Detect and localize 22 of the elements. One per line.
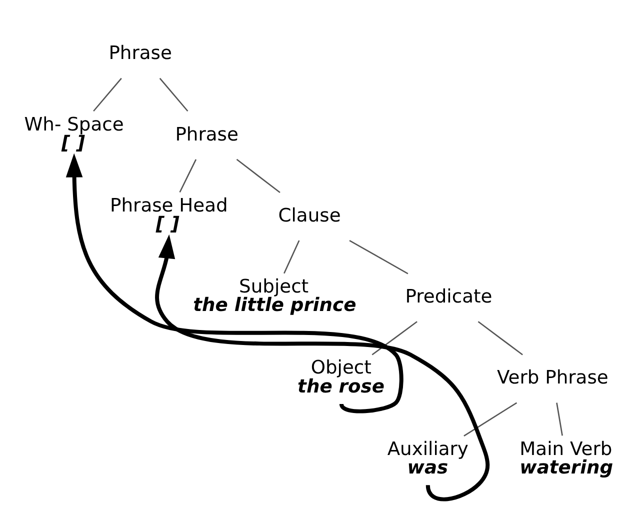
connector xyxy=(159,77,188,112)
node-text: Wh- Space [ ] xyxy=(24,114,124,154)
connector xyxy=(556,402,563,436)
connector xyxy=(372,320,418,355)
connector xyxy=(179,158,197,192)
node-text: Object the rose xyxy=(298,357,384,397)
arrow xyxy=(66,152,404,413)
connector xyxy=(284,240,300,274)
node-text: Phrase xyxy=(175,124,238,145)
node-text: Subject the little prince xyxy=(193,276,356,316)
node-text: Predicate xyxy=(405,286,492,308)
node-text: Auxiliary was xyxy=(387,438,468,478)
node-text: Phrase xyxy=(108,42,172,64)
node-text: Phrase Head [ ] xyxy=(110,194,228,235)
connector xyxy=(236,158,280,193)
node-text: Verb Phrase xyxy=(497,367,608,388)
connector xyxy=(349,239,408,274)
node-text: Main Verb watering xyxy=(520,438,614,478)
connector xyxy=(478,320,523,355)
connector xyxy=(93,77,122,112)
connector xyxy=(464,402,518,436)
node-text: Clause xyxy=(278,204,341,226)
